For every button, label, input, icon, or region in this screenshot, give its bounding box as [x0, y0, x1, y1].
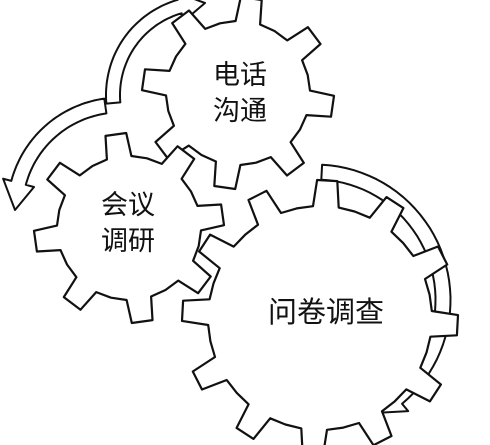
curved-arrow-top: [105, 0, 206, 105]
gear-meeting-research: [32, 131, 226, 325]
gear-meeting-label-line1: 会议: [101, 190, 155, 221]
gear-meeting-label-line2: 调研: [101, 226, 155, 257]
gear-phone-label-line2: 沟通: [213, 96, 267, 127]
gear-questionnaire-survey: [180, 178, 460, 445]
gear-phone-communication: [140, 0, 336, 191]
gear-survey-label: 问卷调查: [268, 295, 384, 329]
curved-arrow-left: [2, 97, 108, 211]
gear-phone-label-line1: 电话: [213, 60, 267, 91]
